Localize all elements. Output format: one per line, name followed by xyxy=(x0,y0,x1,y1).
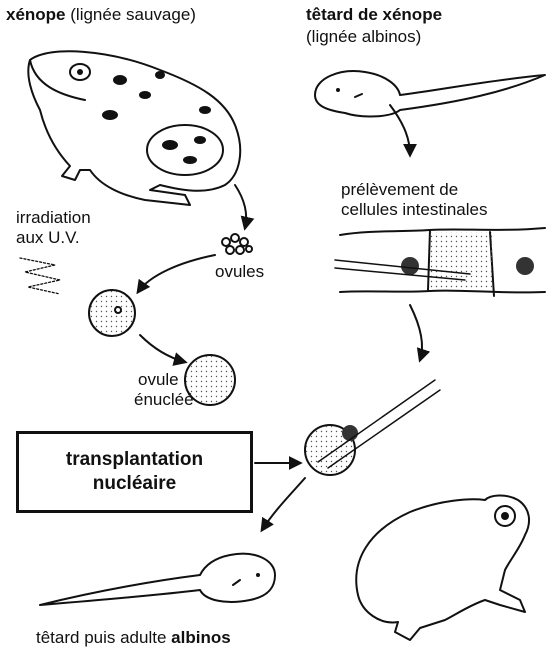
transplant-line1: transplantation xyxy=(66,448,203,472)
wild-xenope-label: xénope (lignée sauvage) xyxy=(6,5,196,25)
arrow-tadpole-to-cells xyxy=(390,105,410,155)
uv-rays-icon xyxy=(20,258,60,294)
result-prefix: têtard puis adulte xyxy=(36,628,166,647)
albino-tadpole-donor xyxy=(315,71,545,116)
arrow-irradiated-to-enucleated xyxy=(140,335,185,362)
result-bold: albinos xyxy=(171,628,231,647)
sampling-line2: cellules intestinales xyxy=(341,200,487,220)
enucleated-line2: énucléé xyxy=(134,390,194,410)
tadpole-title: têtard de xénope xyxy=(306,5,442,25)
albino-tadpole-result xyxy=(40,554,275,605)
xenope-name: xénope xyxy=(6,5,66,24)
intestinal-cells xyxy=(335,228,545,296)
wild-xenope-frog xyxy=(28,51,240,205)
transplant-line2: nucléaire xyxy=(93,472,176,496)
enucleated-line1: ovule xyxy=(138,370,179,390)
ovules-label: ovules xyxy=(215,262,264,282)
result-caption: têtard puis adulte albinos xyxy=(36,628,231,648)
arrow-cells-to-egg xyxy=(410,305,422,360)
recipient-egg xyxy=(305,380,440,475)
albino-adult-frog xyxy=(356,495,529,640)
irradiation-line1: irradiation xyxy=(16,208,91,228)
arrow-egg-to-tadpole xyxy=(262,478,305,530)
tadpole-lineage: (lignée albinos) xyxy=(306,27,421,47)
sampling-line1: prélèvement de xyxy=(341,180,458,200)
irradiation-line2: aux U.V. xyxy=(16,228,80,248)
xenope-lineage: (lignée sauvage) xyxy=(70,5,196,24)
transplant-box: transplantation nucléaire xyxy=(16,431,253,513)
arrow-ovules-to-irradiated xyxy=(138,255,215,292)
irradiated-ovule xyxy=(89,290,135,336)
arrow-frog-to-ovules xyxy=(235,185,246,228)
ovules-cluster xyxy=(222,234,252,254)
